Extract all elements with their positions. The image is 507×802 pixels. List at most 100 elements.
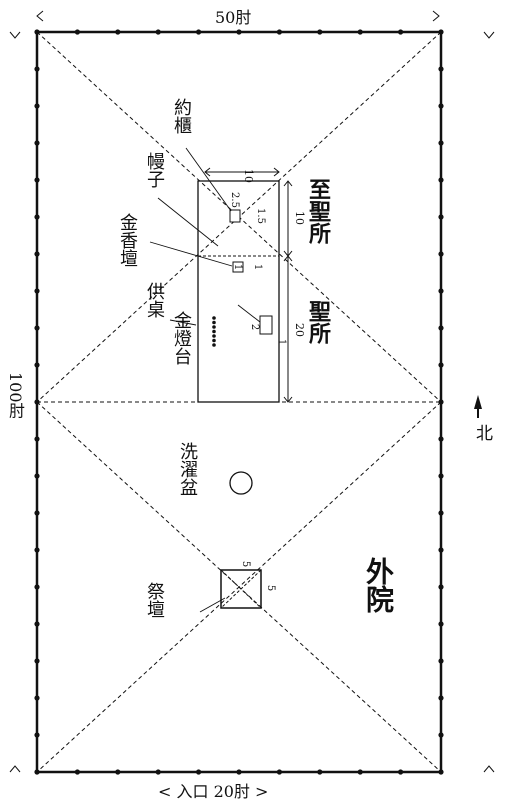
fence-post [398,29,404,35]
holy-of-holies-label: 至聖所 [305,178,331,244]
fence-post [357,29,363,35]
fence-post [115,769,121,775]
fence-post [438,177,444,183]
fence-post [34,510,40,516]
lampstand-dot [212,320,216,325]
laver-label: 洗濯盆 [177,442,198,496]
fence-post [34,251,40,257]
fence-post [317,29,323,35]
lampstand-dot [212,329,216,334]
fence-post [34,584,40,590]
fence-post [438,214,444,220]
fence-post [398,769,404,775]
altar-diag-2 [220,569,262,609]
fence-post [34,621,40,627]
fence-post [438,103,444,109]
fence-post [438,251,444,257]
lampstand-dot [212,343,216,347]
fence-post [438,695,444,701]
entrance-label: < 入口 20肘 > [158,778,268,802]
fence-post [438,547,444,553]
fence-post [438,288,444,294]
fence-post [34,732,40,738]
incense-altar-shape [232,261,244,273]
ark-b-number: 1.5 [255,208,266,224]
fence-post [34,695,40,701]
fence-post [438,732,444,738]
fence-post [34,473,40,479]
lampstand-dot [212,325,216,329]
fence-post [196,769,202,775]
fence-post [34,362,40,368]
table-a-number: 2 [249,324,260,330]
edge-arrows [9,10,495,773]
fence-post [74,769,80,775]
entrance-right-bracket: > [249,782,269,801]
dimension-arrows [204,167,293,403]
tabernacle [197,171,289,403]
fence-post [34,325,40,331]
fence-post [34,66,40,72]
fence-post [276,769,282,775]
fence-post [34,140,40,146]
fence-post [438,66,444,72]
fence-post [357,769,363,775]
fence-post [317,769,323,775]
length-label: 100肘 [6,372,25,419]
outer-court-label: 外院 [362,557,395,613]
altar-shape [220,569,262,609]
ark-shape [229,209,241,223]
fence-post [115,29,121,35]
fence-post [34,658,40,664]
fence-post [438,140,444,146]
lampstand-dots [212,316,216,347]
fence-post [155,769,161,775]
hoh-width-number: 10 [242,169,255,183]
leader-lines [149,147,261,613]
north-arrow-icon [474,395,482,409]
fence-post [196,29,202,35]
fence-post [438,473,444,479]
altar-b-number: 5 [265,585,276,591]
width-label: 50肘 [215,8,252,27]
hp-length-number: 20 [293,323,306,337]
hoh-length-number: 10 [293,211,306,225]
fence-post [438,621,444,627]
fence-post [438,584,444,590]
entrance-text: 入口 20肘 [176,782,250,801]
incense-a-number: 1 [232,264,243,270]
ark-a-number: 2.5 [229,192,240,208]
fence-post [34,288,40,294]
court-posts [34,29,444,775]
table-b-number: 1 [276,339,287,345]
fence-post [34,436,40,442]
table-shape [259,315,273,335]
fence-post [276,29,282,35]
fence-post [34,177,40,183]
veil-label: 幔子 [144,152,165,188]
fence-post [155,29,161,35]
fence-post [438,436,444,442]
fence-post [438,362,444,368]
table-label: 供桌 [144,282,165,318]
fence-post [34,214,40,220]
altar-a-number: 5 [240,561,251,567]
fence-post [438,325,444,331]
incense-altar-label: 金香壇 [117,213,138,267]
ark-label: 約櫃 [171,98,192,134]
fence-post [34,103,40,109]
altar-label: 祭壇 [144,582,165,618]
entrance-left-bracket: < [158,782,177,801]
holy-place-label: 聖所 [305,300,331,344]
north-label: 北 [472,424,492,441]
lampstand-dot [212,334,216,338]
fence-post [74,29,80,35]
lampstand-dot [212,338,216,343]
incense-b-number: 1 [252,264,263,270]
lampstand-dot [212,316,216,320]
fence-post [34,547,40,553]
fence-post [236,769,242,775]
fence-post [438,510,444,516]
lampstand-label: 金燈台 [171,311,192,365]
